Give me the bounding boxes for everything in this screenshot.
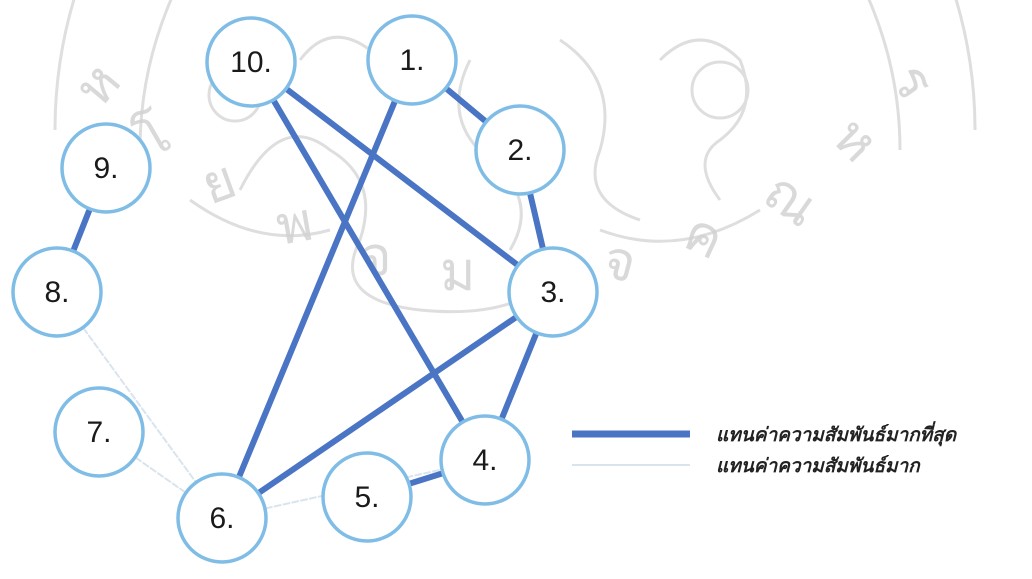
node-label-3: 3. <box>540 276 565 309</box>
edge-strongest-3-6 <box>219 289 556 521</box>
node-label-6: 6. <box>209 502 234 535</box>
node-5: 5. <box>321 451 413 543</box>
node-circle-5 <box>321 451 413 543</box>
nodes-layer: 1. 2. 3. 4. 5. 6. 7. 8. 9. 10. <box>11 14 599 564</box>
node-4: 4. <box>439 414 531 506</box>
edge-strongest-10-4 <box>248 59 488 463</box>
node-label-8: 8. <box>44 276 69 309</box>
node-10: 10. <box>205 16 297 108</box>
node-label-9: 9. <box>93 152 118 185</box>
svg-text:ม: ม <box>440 240 476 303</box>
node-circle-6 <box>176 472 268 564</box>
node-label-2: 2. <box>507 134 532 167</box>
edge-strongest-10-3 <box>248 59 556 295</box>
edge-strong-8-6 <box>56 291 223 519</box>
node-8: 8. <box>11 246 103 338</box>
node-3: 3. <box>507 246 599 338</box>
node-label-7: 7. <box>86 416 111 449</box>
node-circle-3 <box>507 246 599 338</box>
node-label-1: 1. <box>399 44 424 77</box>
legend-strongest-label: แทนค่าความสัมพันธ์มากที่สุด <box>716 424 957 446</box>
node-circle-2 <box>474 104 566 196</box>
node-6: 6. <box>176 472 268 564</box>
node-9: 9. <box>60 122 152 214</box>
legend-strong-label: แทนค่าความสัมพันธ์มาก <box>716 455 920 477</box>
edge-strongest-1-6 <box>219 57 415 521</box>
node-label-4: 4. <box>472 444 497 477</box>
node-1: 1. <box>366 14 458 106</box>
node-circle-4 <box>439 414 531 506</box>
node-2: 2. <box>474 104 566 196</box>
node-circle-9 <box>60 122 152 214</box>
node-circle-7 <box>53 386 145 478</box>
node-circle-1 <box>366 14 458 106</box>
node-circle-8 <box>11 246 103 338</box>
node-label-10: 10. <box>230 46 272 79</box>
node-circle-10 <box>205 16 297 108</box>
node-7: 7. <box>53 386 145 478</box>
node-label-5: 5. <box>354 481 379 514</box>
